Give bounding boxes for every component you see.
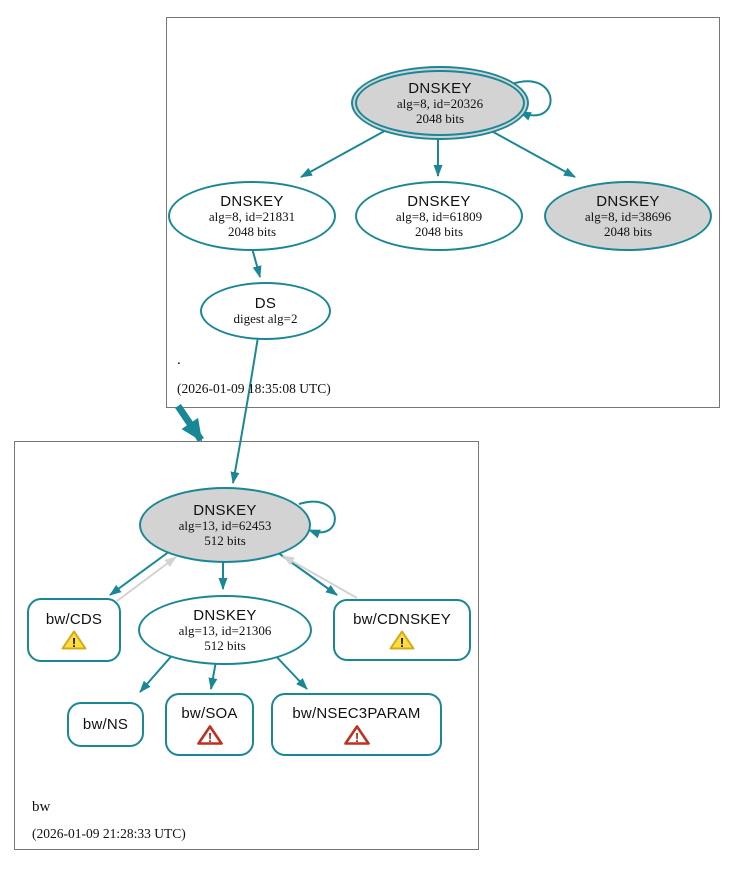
node-title: DS (254, 295, 277, 313)
edge-ds-to-bw-dnskey (230, 336, 259, 484)
node-detail: alg=8, id=38696 (584, 209, 672, 225)
edge-cds-to-bw-ksk (116, 556, 177, 602)
node-detail: 512 bits (204, 637, 246, 653)
zone-timestamp-bw: (2026-01-09 21:28:33 UTC) (32, 826, 186, 841)
edge-bw-zsk-to-soa (208, 660, 218, 690)
node-detail: alg=8, id=21831 (208, 209, 296, 225)
node-detail: alg=8, id=61809 (395, 209, 483, 225)
edge-bw-zsk-to-nsec3param (271, 651, 308, 690)
node-root-dnskey-21831: DNSKEY alg=8, id=21831 2048 bits (168, 181, 336, 251)
zone-label-root: . (177, 352, 181, 368)
node-bw-ns: bw/NS (67, 702, 144, 747)
node-title: DNSKEY (193, 501, 257, 519)
error-icon: ! (343, 724, 370, 745)
node-detail: 512 bits (204, 532, 246, 548)
node-title: DNSKEY (193, 606, 257, 624)
node-title: DNSKEY (407, 192, 471, 210)
warning-icon: ! (389, 630, 415, 650)
rrset-label: bw/SOA (181, 705, 238, 723)
node-detail: 2048 bits (227, 223, 277, 239)
node-bw-dnskey-21306: DNSKEY alg=13, id=21306 512 bits (138, 595, 312, 665)
node-root-dnskey-38696: DNSKEY alg=8, id=38696 2048 bits (544, 181, 712, 251)
svg-text:!: ! (207, 730, 211, 745)
rrset-label: bw/NS (82, 715, 129, 733)
node-title: DNSKEY (596, 192, 660, 210)
node-bw-nsec3param: bw/NSEC3PARAM ! (271, 693, 442, 756)
node-detail: alg=13, id=21306 (178, 623, 272, 639)
error-icon: ! (196, 724, 223, 745)
node-bw-dnskey-ksk-62453: DNSKEY alg=13, id=62453 512 bits (139, 487, 311, 563)
node-detail: alg=8, id=20326 (396, 96, 484, 112)
edge-root-ksk-to-key21831 (300, 127, 391, 178)
edge-delegation-root-to-bw (175, 404, 204, 442)
node-detail: 2048 bits (415, 110, 465, 126)
node-bw-cds: bw/CDS ! (27, 598, 121, 662)
warning-icon: ! (61, 630, 87, 650)
edge-key21831-to-ds (251, 247, 262, 278)
node-bw-cdnskey: bw/CDNSKEY ! (333, 599, 471, 661)
node-detail: 2048 bits (603, 223, 653, 239)
node-detail: digest alg=2 (233, 311, 298, 327)
edge-bw-ksk-to-cds (109, 550, 171, 596)
edge-cdnskey-to-bw-ksk (282, 555, 358, 599)
svg-text:!: ! (400, 635, 404, 650)
zone-label-bw: bw (32, 799, 51, 815)
node-bw-soa: bw/SOA ! (165, 693, 254, 756)
zone-timestamp-root: (2026-01-09 18:35:08 UTC) (177, 381, 331, 396)
edge-bw-ksk-selfsign (298, 500, 336, 539)
node-root-ds: DS digest alg=2 (200, 282, 331, 340)
rrset-label: bw/CDNSKEY (353, 610, 451, 628)
rrset-label: bw/NSEC3PARAM (292, 705, 421, 723)
rrset-label: bw/CDS (45, 610, 103, 628)
node-root-dnskey-ksk-20326: DNSKEY alg=8, id=20326 2048 bits (351, 66, 529, 140)
edge-bw-zsk-to-ns (139, 651, 176, 693)
node-detail: alg=13, id=62453 (178, 518, 272, 534)
svg-text:!: ! (354, 730, 358, 745)
node-title: DNSKEY (408, 79, 472, 97)
node-detail: 2048 bits (414, 223, 464, 239)
edge-root-ksk-to-key38696 (485, 127, 576, 178)
node-root-dnskey-61809: DNSKEY alg=8, id=61809 2048 bits (355, 181, 523, 251)
edge-root-ksk-selfsign (511, 80, 552, 121)
node-title: DNSKEY (220, 192, 284, 210)
svg-text:!: ! (72, 635, 76, 650)
